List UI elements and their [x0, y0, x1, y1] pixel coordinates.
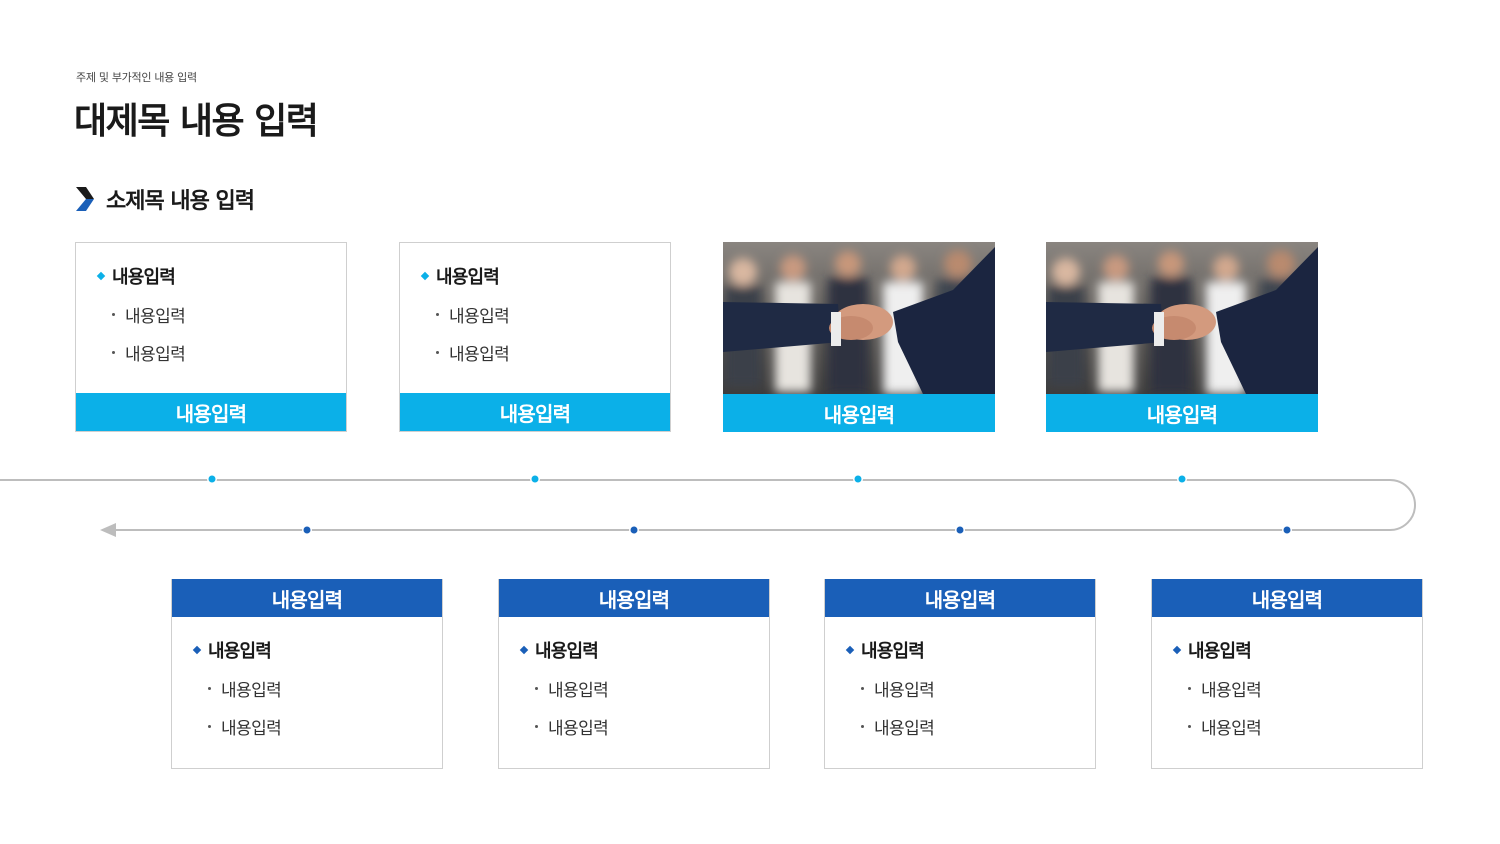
- list-item: 내용입력: [845, 714, 1095, 739]
- diamond-bullet-icon: [192, 645, 202, 655]
- card-label-bar: 내용입력: [499, 579, 769, 617]
- card-heading: 내용입력: [845, 637, 1095, 663]
- subtitle: 주제 및 부가적인 내용 입력: [76, 71, 197, 84]
- diamond-bullet-icon: [845, 645, 855, 655]
- diamond-bullet-icon: [1172, 645, 1182, 655]
- diamond-bullet-icon: [96, 271, 106, 281]
- card-label-bar: 내용입력: [825, 579, 1095, 617]
- timeline-dot-top: [207, 474, 1187, 484]
- card-heading: 내용입력: [420, 263, 670, 289]
- chevron-right-icon: [76, 187, 94, 211]
- card-label-bar: 내용입력: [400, 393, 670, 431]
- handshake-photo: [1046, 242, 1318, 394]
- top-card-3: 내용입력: [723, 242, 995, 432]
- list-item: 내용입력: [192, 676, 442, 701]
- top-card-2: 내용입력 내용입력 내용입력 내용입력: [399, 242, 671, 432]
- top-card-4: 내용입력: [1046, 242, 1318, 432]
- bottom-card-2: 내용입력 내용입력 내용입력 내용입력: [498, 579, 770, 769]
- top-card-1: 내용입력 내용입력 내용입력 내용입력: [75, 242, 347, 432]
- page-title: 대제목 내용 입력: [74, 101, 319, 142]
- list-item: 내용입력: [845, 676, 1095, 701]
- bottom-card-4: 내용입력 내용입력 내용입력 내용입력: [1151, 579, 1423, 769]
- card-label-bar: 내용입력: [723, 394, 995, 432]
- card-label-bar: 내용입력: [1046, 394, 1318, 432]
- list-item: 내용입력: [96, 302, 346, 327]
- bottom-card-3: 내용입력 내용입력 내용입력 내용입력: [824, 579, 1096, 769]
- card-heading: 내용입력: [192, 637, 442, 663]
- card-label-bar: 내용입력: [172, 579, 442, 617]
- list-item: 내용입력: [96, 340, 346, 365]
- card-heading: 내용입력: [519, 637, 769, 663]
- list-item: 내용입력: [1172, 676, 1422, 701]
- timeline-dot-bottom: [302, 525, 1292, 535]
- card-label-bar: 내용입력: [76, 393, 346, 431]
- bottom-card-1: 내용입력 내용입력 내용입력 내용입력: [171, 579, 443, 769]
- arrow-left-icon: [100, 523, 116, 537]
- diamond-bullet-icon: [519, 645, 529, 655]
- list-item: 내용입력: [420, 302, 670, 327]
- list-item: 내용입력: [519, 714, 769, 739]
- list-item: 내용입력: [519, 676, 769, 701]
- card-heading: 내용입력: [1172, 637, 1422, 663]
- card-label-bar: 내용입력: [1152, 579, 1422, 617]
- handshake-photo: [723, 242, 995, 394]
- card-heading: 내용입력: [96, 263, 346, 289]
- list-item: 내용입력: [192, 714, 442, 739]
- section-title: 소제목 내용 입력: [106, 189, 255, 214]
- diamond-bullet-icon: [420, 271, 430, 281]
- section-heading: 소제목 내용 입력: [74, 184, 255, 214]
- list-item: 내용입력: [420, 340, 670, 365]
- list-item: 내용입력: [1172, 714, 1422, 739]
